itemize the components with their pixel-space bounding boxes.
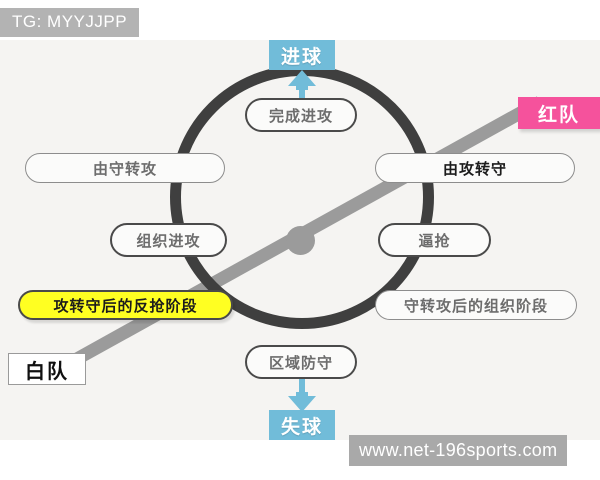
node-zonal-defense: 区域防守: [245, 345, 357, 379]
outcome-goal-scored: 进球: [269, 40, 335, 70]
outcome-goal-conceded: 失球: [269, 410, 335, 440]
node-buildup-phase: 守转攻后的组织阶段: [375, 290, 577, 320]
site-watermark: www.net-196sports.com: [349, 435, 568, 466]
tg-tag-banner: TG: MYYJJPP: [0, 8, 140, 37]
node-defense-to-attack: 由守转攻: [25, 153, 225, 183]
diagram-canvas: 进球 失球 完成进攻 由守转攻 由攻转守 组织进攻 逼抢 攻转守后的反抢阶段 守…: [0, 40, 600, 440]
team-label-red: 红队: [518, 97, 600, 129]
center-hub-dot: [286, 226, 315, 255]
node-pressing: 逼抢: [378, 223, 491, 257]
node-attack-to-defense: 由攻转守: [375, 153, 575, 183]
team-label-white: 白队: [8, 353, 86, 385]
arrow-down-icon: [288, 378, 316, 412]
arrow-up-icon: [288, 70, 316, 104]
node-complete-attack: 完成进攻: [245, 98, 357, 132]
node-organize-attack: 组织进攻: [110, 223, 227, 257]
node-counterpress-phase: 攻转守后的反抢阶段: [18, 290, 233, 320]
